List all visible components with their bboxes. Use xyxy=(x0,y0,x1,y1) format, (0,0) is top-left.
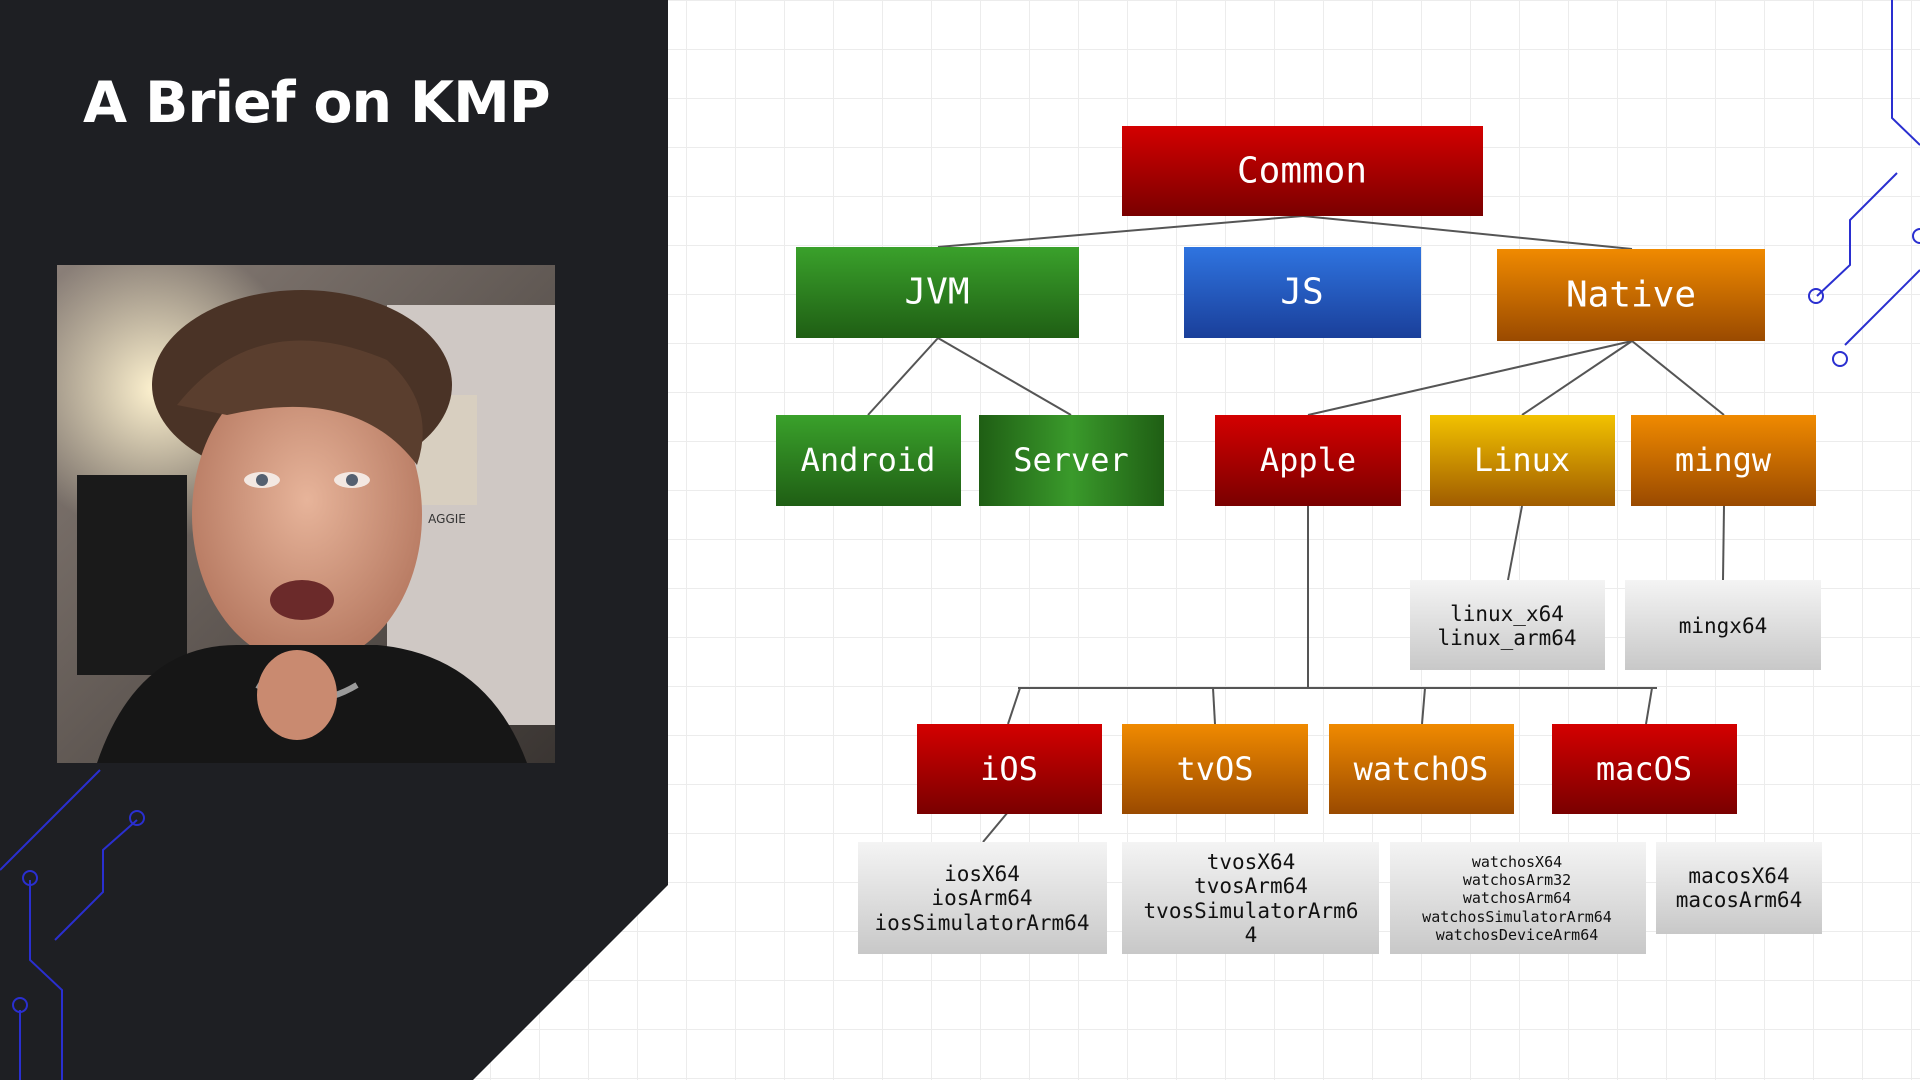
target-watchos-1: watchosArm32 xyxy=(1463,871,1571,889)
node-common: Common xyxy=(1122,126,1483,216)
target-ios-1: iosArm64 xyxy=(931,886,1032,910)
target-tvos-1: tvosArm64 xyxy=(1194,874,1308,898)
node-apple-label: Apple xyxy=(1260,441,1356,479)
node-linux-label: Linux xyxy=(1474,441,1570,479)
node-android: Android xyxy=(776,415,961,506)
node-server: Server xyxy=(979,415,1164,506)
node-common-label: Common xyxy=(1237,151,1367,192)
target-macos-0: macosX64 xyxy=(1688,864,1789,888)
poster-text: AGGIE xyxy=(428,512,466,526)
node-linux: Linux xyxy=(1430,415,1615,506)
node-mingw: mingw xyxy=(1631,415,1816,506)
node-tvos-label: tvOS xyxy=(1176,750,1253,788)
node-server-label: Server xyxy=(1013,441,1129,479)
target-tvos-2: tvosSimulatorArm6 xyxy=(1144,899,1359,923)
node-watchos-label: watchOS xyxy=(1354,750,1489,788)
node-macos-label: macOS xyxy=(1596,750,1692,788)
node-js-label: JS xyxy=(1280,272,1323,313)
circuit-decoration-right xyxy=(1808,0,1920,367)
targets-ios: iosX64 iosArm64 iosSimulatorArm64 xyxy=(858,842,1107,954)
node-native: Native xyxy=(1497,249,1765,341)
target-watchos-0: watchosX64 xyxy=(1472,853,1562,871)
target-ios-0: iosX64 xyxy=(944,862,1020,886)
node-apple: Apple xyxy=(1215,415,1401,506)
node-jvm-label: JVM xyxy=(904,272,969,313)
node-tvos: tvOS xyxy=(1122,724,1308,814)
target-ios-2: iosSimulatorArm64 xyxy=(875,911,1090,935)
targets-mingw: mingx64 xyxy=(1625,580,1821,670)
targets-tvos: tvosX64 tvosArm64 tvosSimulatorArm6 4 xyxy=(1122,842,1379,954)
presenter-photo: AGGIE xyxy=(57,265,555,763)
node-native-label: Native xyxy=(1566,275,1696,316)
node-android-label: Android xyxy=(801,441,936,479)
targets-watchos: watchosX64 watchosArm32 watchosArm64 wat… xyxy=(1390,842,1646,954)
node-js: JS xyxy=(1184,247,1421,338)
slide-title: A Brief on KMP xyxy=(83,70,551,136)
target-watchos-4: watchosDeviceArm64 xyxy=(1436,926,1599,944)
node-watchos: watchOS xyxy=(1329,724,1514,814)
target-mingw-0: mingx64 xyxy=(1679,614,1768,638)
targets-linux: linux_x64 linux_arm64 xyxy=(1410,580,1605,670)
target-macos-1: macosArm64 xyxy=(1676,888,1802,912)
node-mingw-label: mingw xyxy=(1675,441,1772,479)
node-ios: iOS xyxy=(917,724,1102,814)
node-jvm: JVM xyxy=(796,247,1079,338)
targets-macos: macosX64 macosArm64 xyxy=(1656,842,1822,934)
node-macos: macOS xyxy=(1552,724,1737,814)
target-linux-0: linux_x64 xyxy=(1450,602,1564,626)
target-tvos-0: tvosX64 xyxy=(1207,850,1296,874)
target-linux-1: linux_arm64 xyxy=(1437,626,1576,650)
target-watchos-3: watchosSimulatorArm64 xyxy=(1422,908,1612,926)
node-ios-label: iOS xyxy=(980,750,1038,788)
target-watchos-2: watchosArm64 xyxy=(1463,889,1571,907)
target-tvos-3: 4 xyxy=(1245,923,1258,947)
diagram-edges xyxy=(867,215,1725,843)
circuit-decoration-left xyxy=(0,769,145,1080)
